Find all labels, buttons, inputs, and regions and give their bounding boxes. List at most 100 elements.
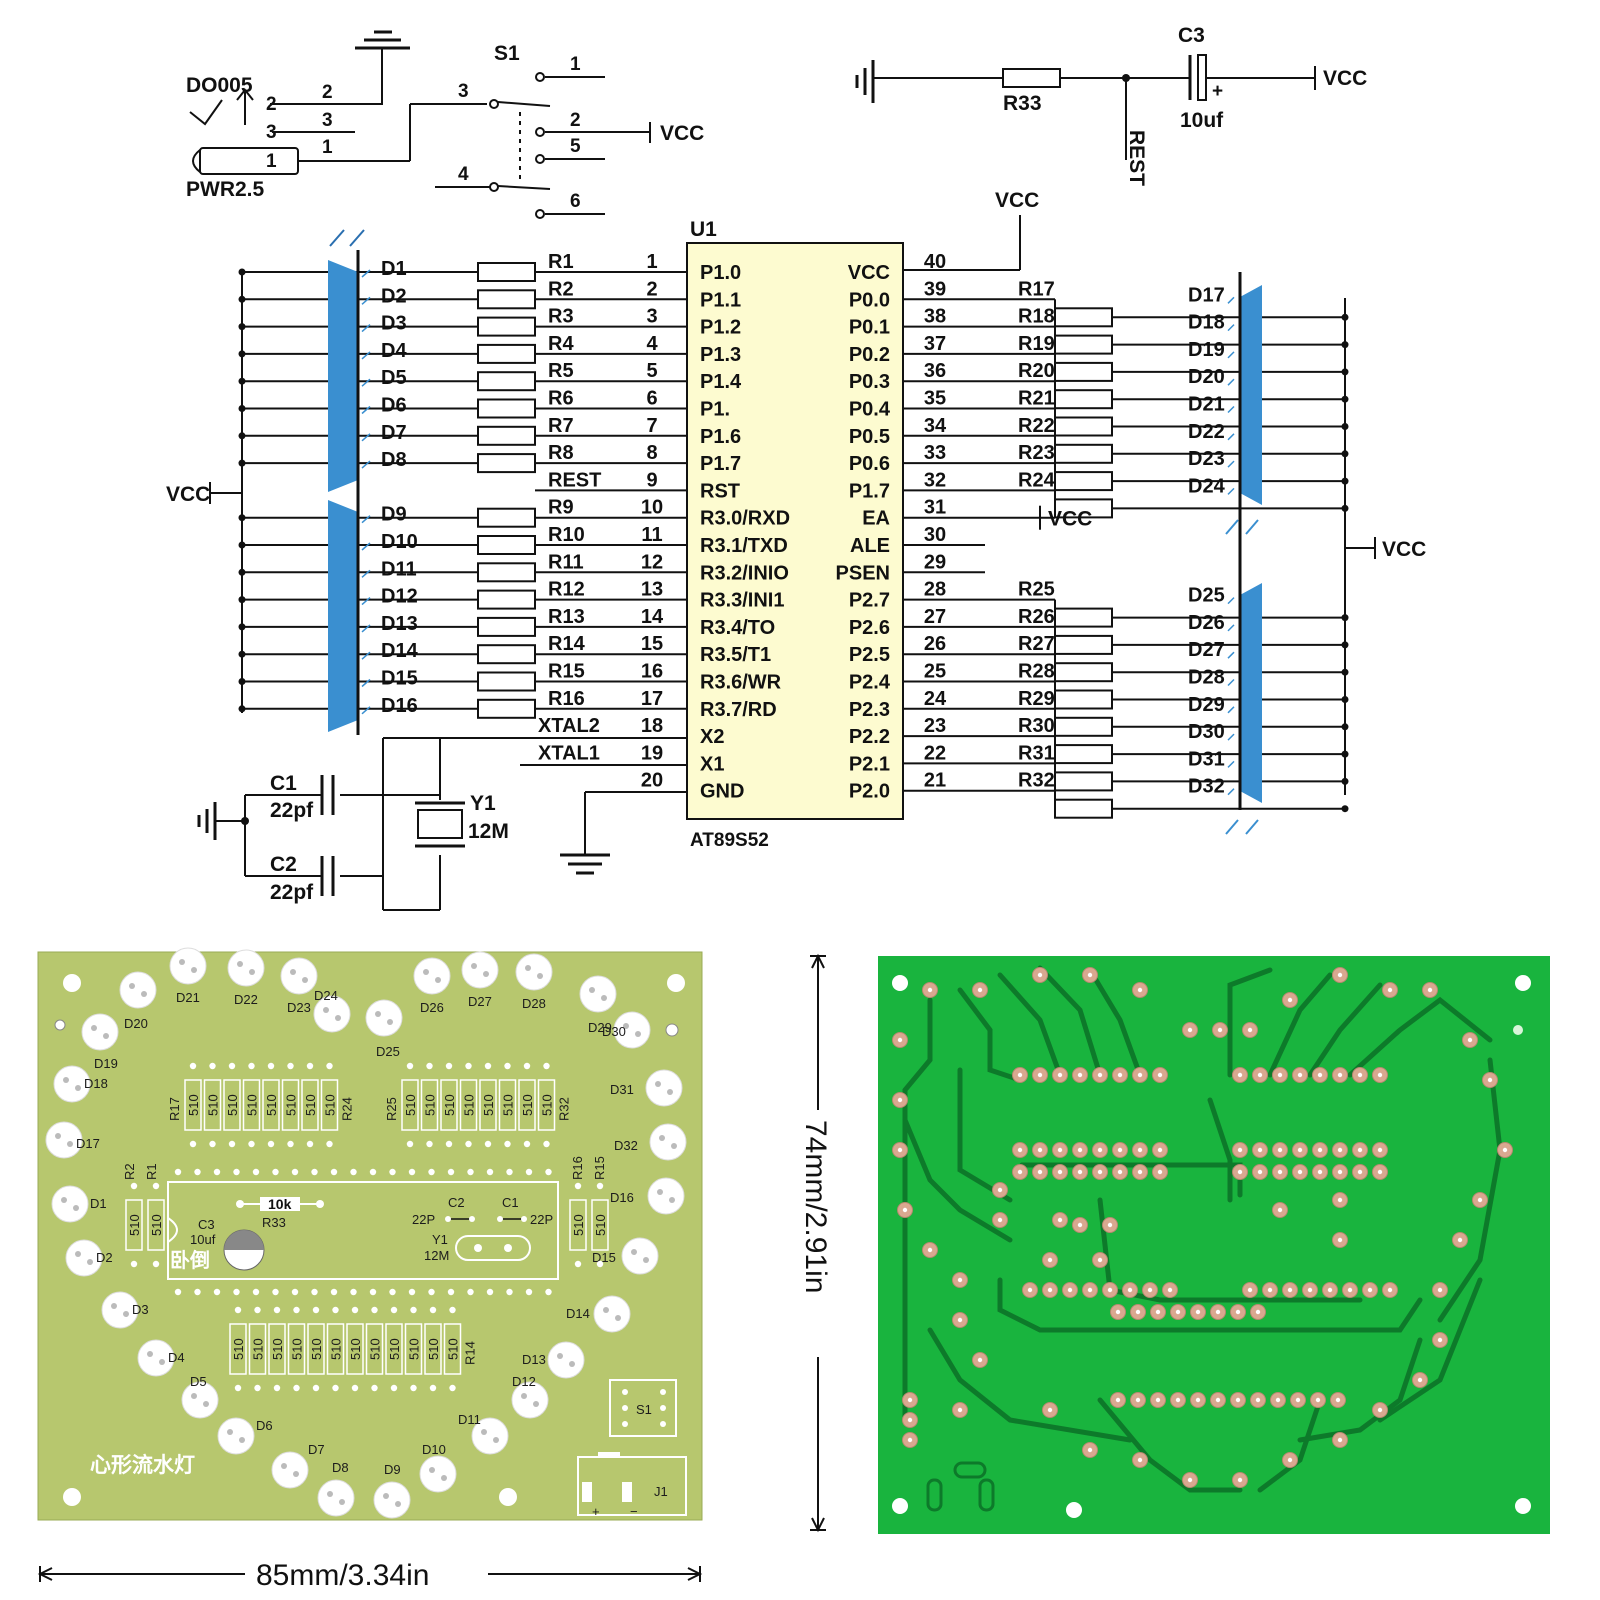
led-label: D29 xyxy=(1188,694,1225,716)
led-label: D26 xyxy=(1188,612,1225,634)
pcb-led: D5 xyxy=(181,1374,219,1419)
pin-name: P2.5 xyxy=(849,644,890,666)
led-label: D12 xyxy=(381,586,418,608)
led-label: D17 xyxy=(1188,284,1225,306)
left-vcc: VCC xyxy=(166,483,210,506)
mcu-ref: U1 xyxy=(690,218,717,241)
pin-name: R3.6/WR xyxy=(700,672,782,694)
pin-name: P1.0 xyxy=(700,262,741,284)
jack-name: DO005 xyxy=(186,74,253,97)
pin-name: VCC xyxy=(848,262,890,284)
pin-number: 1 xyxy=(646,251,657,273)
resistor xyxy=(477,616,536,637)
jack-pin-c: 1 xyxy=(266,151,277,172)
pin-net: R11 xyxy=(548,551,584,573)
resistor-value: 510 xyxy=(540,1094,555,1116)
pin-net: R18 xyxy=(1018,306,1055,328)
svg-text:R15: R15 xyxy=(592,1156,607,1180)
resistor-value: 510 xyxy=(501,1094,516,1116)
pin-name: P0.3 xyxy=(849,371,890,393)
pin-number: 19 xyxy=(641,742,663,764)
pin-net: R22 xyxy=(1018,415,1055,437)
pcb-led: D16 xyxy=(610,1177,685,1215)
pin-name: P0.2 xyxy=(849,344,890,366)
pin-name: P1.1 xyxy=(700,289,741,311)
resistor xyxy=(1054,798,1113,819)
resistor xyxy=(477,398,536,419)
resistor xyxy=(1054,361,1113,382)
pin-net: R28 xyxy=(1018,661,1055,683)
pin-net: R8 xyxy=(548,442,574,464)
pin-number: 37 xyxy=(924,333,946,355)
r33-ref: R33 xyxy=(262,1215,286,1230)
pin-number: 15 xyxy=(641,633,663,655)
led-label: D23 xyxy=(1188,448,1225,470)
pin-name: P1.3 xyxy=(700,344,741,366)
led-label: D7 xyxy=(381,422,407,444)
pcb-led: D22 xyxy=(227,949,265,1007)
pin-net: R30 xyxy=(1018,715,1055,737)
pin-name: P2.3 xyxy=(849,699,890,721)
rest-net-label: REST xyxy=(1125,130,1148,186)
pin-name: R3.2/INIO xyxy=(700,562,789,584)
pcb-led: D27 xyxy=(461,951,499,1009)
height-label: 74mm/2.91in xyxy=(799,1120,832,1293)
switch-name: S1 xyxy=(494,42,520,65)
pcb-led: D32 xyxy=(614,1123,687,1161)
pin-name: P0.1 xyxy=(849,317,890,339)
c3-value: 10uf xyxy=(190,1232,216,1247)
svg-text:4: 4 xyxy=(458,164,469,185)
pin-number: 11 xyxy=(641,524,662,546)
resistor-value: 510 xyxy=(251,1338,266,1360)
resistor xyxy=(1054,607,1113,628)
resistor-value: 510 xyxy=(520,1094,535,1116)
pin-net: XTAL2 xyxy=(538,715,600,737)
switch-vcc: VCC xyxy=(660,122,704,145)
pin-net: R10 xyxy=(548,524,585,546)
pin-number: 34 xyxy=(924,415,947,437)
pin-name: R3.4/TO xyxy=(700,617,775,639)
pcb-led-label: D10 xyxy=(422,1442,446,1457)
pin-net: R31 xyxy=(1018,742,1055,764)
svg-text:R14: R14 xyxy=(463,1341,478,1365)
svg-text:5: 5 xyxy=(570,136,581,157)
svg-text:6: 6 xyxy=(570,191,581,212)
resistor xyxy=(477,507,536,528)
svg-text:−: − xyxy=(630,1504,638,1519)
pin-number: 21 xyxy=(924,770,946,792)
svg-text:R16: R16 xyxy=(570,1156,585,1180)
pcb-led-label: D31 xyxy=(610,1082,634,1097)
pin-number: 28 xyxy=(924,579,946,601)
r33-value: 10k xyxy=(268,1196,292,1212)
resistor-value: 510 xyxy=(462,1094,477,1116)
pcb-led-label: D17 xyxy=(76,1136,100,1151)
resistor xyxy=(1054,634,1113,655)
resistor-value: 510 xyxy=(186,1094,201,1116)
pcb-led: D18 xyxy=(53,1065,108,1103)
pin-number: 17 xyxy=(641,688,663,710)
pin-net: R6 xyxy=(548,388,574,410)
pcb-led: D13 xyxy=(522,1341,585,1379)
resistor xyxy=(477,425,536,446)
resistor-value: 510 xyxy=(270,1338,285,1360)
led-label: D21 xyxy=(1188,394,1225,416)
pin-net: R32 xyxy=(1018,770,1055,792)
pcb-led: D8 xyxy=(317,1460,355,1517)
resistor-value: 510 xyxy=(407,1338,422,1360)
led-label: D11 xyxy=(381,558,417,580)
led-label: D9 xyxy=(381,504,407,526)
pcb-led-label: D24 xyxy=(314,988,338,1003)
